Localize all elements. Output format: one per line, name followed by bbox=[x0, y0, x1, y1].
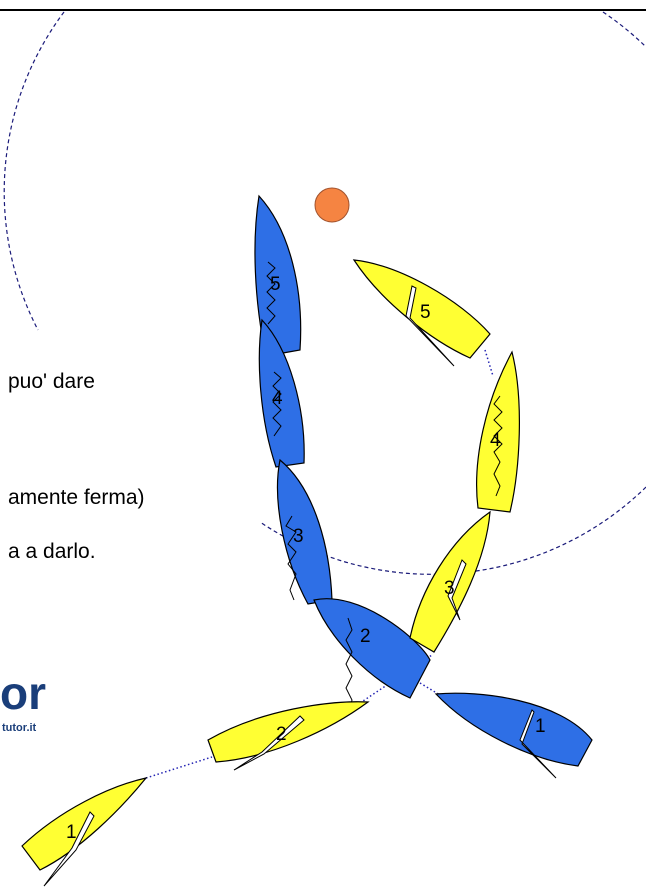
top-rule bbox=[0, 9, 646, 11]
blue-boat-3: 3 bbox=[276, 458, 333, 605]
yellow-boat-4-label: 4 bbox=[490, 430, 501, 451]
yellow-boat-5-label: 5 bbox=[420, 302, 431, 323]
body-text-line-3: a a darlo. bbox=[8, 540, 96, 563]
yellow-boat-3-label: 3 bbox=[444, 578, 455, 599]
zone-circle-right bbox=[259, 11, 646, 575]
zone-circle bbox=[3, 11, 65, 331]
logo-url: tutor.it bbox=[2, 722, 37, 734]
body-text-line-1: puo' dare bbox=[8, 370, 95, 393]
blue-boat-3-label: 3 bbox=[293, 526, 304, 547]
yellow-boat-1-label: 1 bbox=[66, 822, 77, 843]
mark-buoy bbox=[314, 187, 350, 223]
blue-boat-1-label: 1 bbox=[535, 716, 546, 737]
yellow-boat-1: 1 bbox=[21, 777, 148, 887]
blue-track bbox=[419, 682, 441, 696]
logo: or bbox=[0, 667, 46, 719]
yellow-boat-4: 4 bbox=[476, 350, 520, 513]
yellow-boat-2-label: 2 bbox=[276, 724, 287, 745]
yellow-boat-3: 3 bbox=[409, 510, 491, 653]
blue-boat-2-label: 2 bbox=[360, 626, 371, 647]
blue-boat-4-label: 4 bbox=[272, 388, 283, 409]
blue-boat-2: 2 bbox=[313, 598, 431, 709]
yellow-boat-5: 5 bbox=[352, 259, 491, 367]
blue-boat-1: 1 bbox=[434, 692, 593, 779]
yellow-boat-2: 2 bbox=[207, 701, 370, 771]
blue-boat-4: 4 bbox=[258, 318, 305, 468]
body-text-line-2: amente ferma) bbox=[8, 486, 145, 509]
blue-boat-5-label: 5 bbox=[270, 274, 281, 295]
blue-boat-5: 5 bbox=[254, 194, 302, 357]
